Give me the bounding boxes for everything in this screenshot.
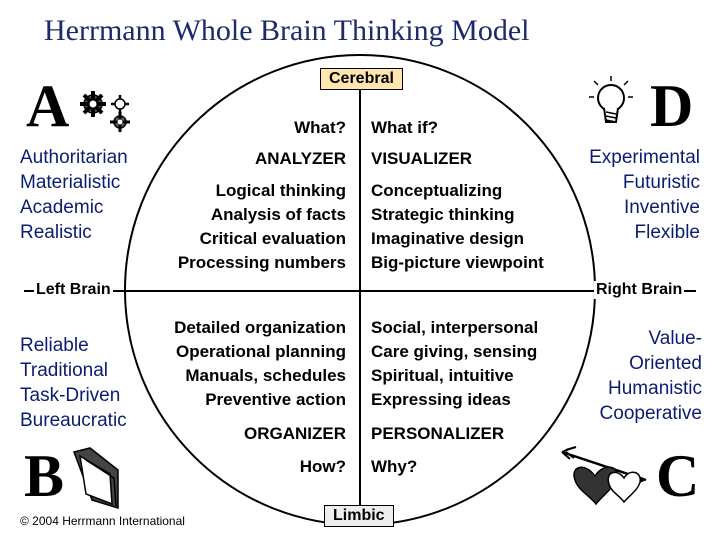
quadrant-b-activities: Detailed organization Operational planni… — [174, 316, 346, 412]
trait: Authoritarian — [20, 147, 128, 168]
quadrant-b-letter: B — [24, 443, 65, 509]
quadrant-a-traits: Authoritarian Materialistic Academic Rea… — [20, 145, 128, 245]
left-brain-label: Left Brain — [34, 281, 113, 299]
quadrant-d-type: VISUALIZER — [371, 149, 473, 168]
activity: Analysis of facts — [210, 205, 346, 224]
activity: Spiritual, intuitive — [371, 366, 514, 385]
quadrant-d-question: What if? — [371, 118, 439, 137]
activity: Care giving, sensing — [371, 342, 538, 361]
trait: Reliable — [20, 335, 89, 356]
trait: Traditional — [20, 360, 109, 381]
lightbulb-icon — [589, 76, 633, 123]
trait: Inventive — [623, 197, 700, 218]
activity: Imaginative design — [371, 229, 525, 248]
activity: Detailed organization — [174, 318, 346, 337]
trait: Flexible — [634, 222, 700, 243]
activity: Expressing ideas — [371, 390, 511, 409]
trait: Realistic — [20, 222, 92, 243]
trait: Task-Driven — [20, 385, 121, 406]
trait: Futuristic — [622, 172, 700, 193]
copyright-notice: © 2004 Herrmann International — [20, 514, 185, 528]
quadrant-b-traits: Reliable Traditional Task-Driven Bureauc… — [20, 333, 127, 433]
quadrant-a-letter: A — [26, 73, 70, 139]
gears-icon — [80, 91, 130, 132]
limbic-label: Limbic — [324, 505, 394, 527]
trait: Materialistic — [20, 172, 121, 193]
quadrant-c-type: PERSONALIZER — [371, 424, 505, 443]
quadrant-b-question: How? — [299, 457, 346, 476]
quadrant-a-question: What? — [294, 118, 346, 137]
trait: Oriented — [629, 353, 702, 374]
activity: Operational planning — [175, 342, 346, 361]
trait: Experimental — [589, 147, 700, 168]
activity: Big-picture viewpoint — [371, 253, 544, 272]
hearts-arrow-icon — [561, 446, 647, 506]
activity: Logical thinking — [215, 181, 346, 200]
right-brain-label: Right Brain — [594, 281, 685, 299]
quadrant-c-activities: Social, interpersonal Care giving, sensi… — [371, 316, 538, 412]
activity: Conceptualizing — [371, 181, 503, 200]
page-title: Herrmann Whole Brain Thinking Model — [44, 14, 530, 47]
trait: Academic — [20, 197, 104, 218]
activity: Strategic thinking — [371, 205, 515, 224]
folder-icon — [73, 447, 119, 510]
quadrant-c-traits: Value- Oriented Humanistic Cooperative — [600, 326, 702, 426]
activity: Manuals, schedules — [185, 366, 346, 385]
quadrant-c-letter: C — [656, 443, 700, 509]
quadrant-d-traits: Experimental Futuristic Inventive Flexib… — [589, 145, 700, 245]
trait: Bureaucratic — [20, 410, 127, 431]
trait: Value- — [648, 328, 702, 349]
activity: Processing numbers — [177, 253, 346, 272]
activity: Preventive action — [205, 390, 346, 409]
activity: Social, interpersonal — [371, 318, 539, 337]
quadrant-d-letter: D — [650, 73, 694, 139]
quadrant-a-activities: Logical thinking Analysis of facts Criti… — [178, 179, 346, 275]
trait: Cooperative — [599, 403, 702, 424]
quadrant-a-type: ANALYZER — [255, 149, 346, 168]
quadrant-b-type: ORGANIZER — [244, 424, 346, 443]
activity: Critical evaluation — [199, 229, 346, 248]
trait: Humanistic — [608, 378, 702, 399]
quadrant-c-question: Why? — [371, 457, 418, 476]
quadrant-d-activities: Conceptualizing Strategic thinking Imagi… — [371, 179, 544, 275]
cerebral-label: Cerebral — [320, 68, 403, 90]
